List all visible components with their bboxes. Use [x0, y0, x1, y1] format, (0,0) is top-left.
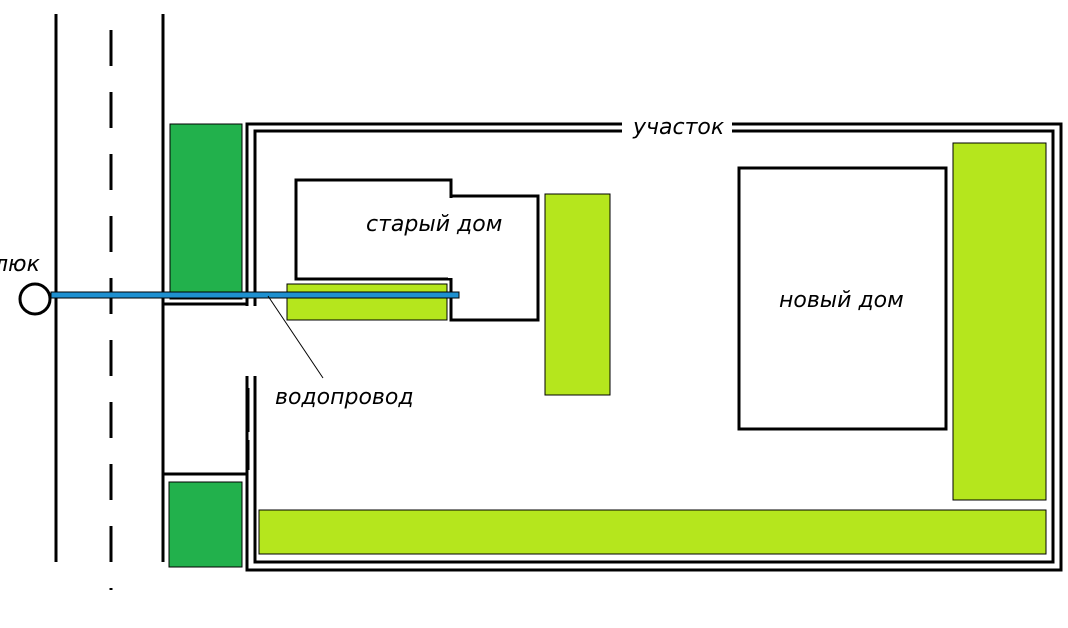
manhole-icon — [18, 282, 52, 316]
lower-dark-green-area — [168, 481, 243, 568]
green-strip-under-old-house — [286, 283, 448, 321]
plot-title: участок — [632, 115, 725, 140]
old-house-annex-join — [448, 198, 454, 278]
green-strip-center — [544, 193, 611, 396]
water-pipe-pointer-line — [267, 295, 324, 379]
old-house-annex — [449, 194, 540, 322]
manhole-label: люк — [0, 252, 41, 277]
green-strip-right — [952, 142, 1047, 501]
green-strip-bottom — [258, 509, 1047, 555]
old-house-main — [294, 178, 453, 281]
old-house-label: старый дом — [366, 212, 502, 237]
plot-entrance-gap — [243, 306, 259, 376]
plot-title-gap — [622, 118, 732, 138]
new-house — [737, 166, 948, 431]
new-house-label: новый дом — [779, 288, 904, 313]
water-pipe — [50, 291, 460, 299]
water-pipe-label: водопровод — [275, 385, 414, 410]
upper-dark-green-area — [169, 123, 243, 300]
